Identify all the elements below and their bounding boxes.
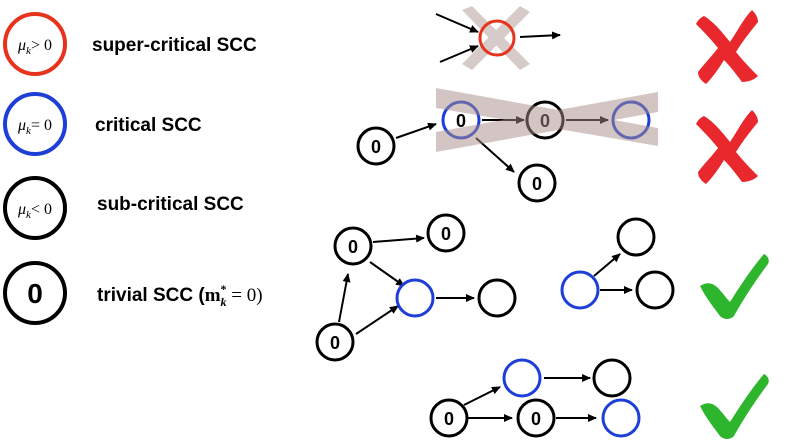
edge bbox=[475, 137, 515, 173]
legend-item-critical: μk= 0 critical SCC bbox=[3, 92, 202, 156]
legend-math-critical: μk= 0 bbox=[17, 117, 52, 137]
trivial-node bbox=[517, 163, 557, 203]
edge bbox=[338, 273, 351, 323]
critical-node bbox=[395, 278, 435, 318]
trivial-node bbox=[356, 126, 396, 166]
legend-item-sub-critical: μk< 0 sub-critical SCC bbox=[3, 176, 244, 240]
legend: μk> 0 super-critical SCC μk= 0 critical … bbox=[3, 12, 263, 325]
edge bbox=[372, 234, 425, 243]
node-label: 0 bbox=[444, 409, 454, 429]
trivial-node-label: 0 bbox=[27, 278, 43, 309]
super-critical-node bbox=[478, 19, 516, 57]
legend-math-super-critical: μk> 0 bbox=[17, 37, 52, 57]
legend-label-sub-critical: sub-critical SCC bbox=[97, 194, 244, 215]
sub-critical-node bbox=[635, 270, 675, 310]
node-label: 0 bbox=[441, 224, 451, 244]
node-label: 0 bbox=[531, 409, 541, 429]
strike-band bbox=[462, 6, 530, 70]
node-label: 0 bbox=[371, 137, 381, 157]
legend-label-critical: critical SCC bbox=[95, 115, 202, 136]
sub-critical-node bbox=[616, 217, 656, 257]
critical-circle bbox=[3, 92, 67, 156]
critical-node bbox=[601, 398, 641, 438]
trivial-node bbox=[516, 398, 556, 438]
legend-math-sub-critical: μk< 0 bbox=[17, 201, 52, 221]
critical-node bbox=[560, 270, 600, 310]
sub-critical-node bbox=[592, 358, 632, 398]
legend-label-super-critical: super-critical SCC bbox=[92, 35, 257, 56]
cross-icon bbox=[696, 110, 758, 184]
edge bbox=[355, 305, 399, 335]
mixed-graph-example: 0 0 0 bbox=[315, 213, 675, 362]
trivial-node bbox=[426, 213, 466, 253]
check-icon bbox=[700, 374, 769, 439]
edge bbox=[519, 31, 561, 40]
edge bbox=[439, 45, 479, 63]
legend-item-trivial: 0 trivial SCC (m*k = 0) bbox=[3, 261, 263, 325]
node-label: 0 bbox=[456, 111, 466, 131]
bottom-chain-example: 0 0 bbox=[429, 358, 641, 438]
critical-node bbox=[502, 358, 542, 398]
legend-label-trivial: trivial SCC (m*k = 0) bbox=[97, 282, 263, 309]
strike-band bbox=[436, 88, 658, 152]
legend-item-super-critical: μk> 0 super-critical SCC bbox=[3, 12, 257, 76]
trivial-node bbox=[315, 322, 355, 362]
node-label: 0 bbox=[348, 237, 358, 257]
super-critical-example bbox=[435, 6, 561, 70]
edge bbox=[435, 13, 479, 33]
critical-chain-example: 0 0 0 0 bbox=[356, 88, 658, 203]
sub-critical-circle bbox=[3, 176, 67, 240]
check-icon bbox=[700, 254, 769, 319]
trivial-node bbox=[429, 398, 469, 438]
super-critical-circle bbox=[3, 12, 67, 76]
edge bbox=[593, 253, 621, 277]
trivial-node bbox=[333, 226, 373, 266]
edge bbox=[369, 261, 405, 287]
edge bbox=[395, 122, 437, 139]
edge bbox=[463, 386, 501, 406]
cross-icon bbox=[696, 10, 758, 84]
node-label: 0 bbox=[330, 333, 340, 353]
node-label: 0 bbox=[532, 174, 542, 194]
sub-critical-node bbox=[477, 278, 517, 318]
trivial-circle bbox=[3, 261, 67, 325]
